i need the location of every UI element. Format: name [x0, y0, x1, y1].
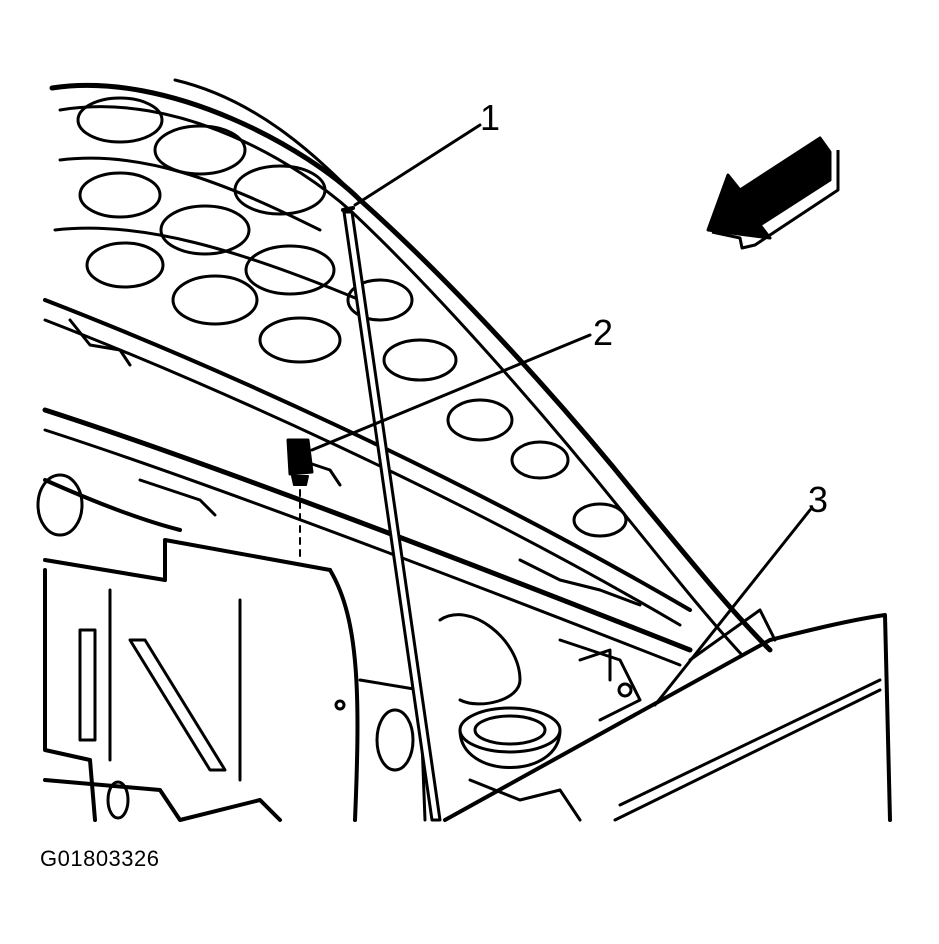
body-structure [36, 473, 427, 822]
callout-1: 1 [480, 97, 500, 138]
leader-line-1 [353, 123, 482, 207]
engine-components [334, 613, 642, 822]
retainer-clip [286, 438, 314, 561]
leader-lines [310, 123, 812, 707]
cowl-panel [42, 298, 693, 667]
leader-line-3 [653, 508, 812, 707]
callout-2: 2 [593, 312, 613, 353]
callout-3: 3 [808, 479, 828, 520]
hood-strut [341, 206, 442, 822]
leader-line-2 [310, 333, 592, 452]
figure-code: G01803326 [40, 846, 160, 871]
hood-panel [49, 78, 773, 657]
direction-arrow-icon [706, 136, 840, 250]
fender-panel [443, 608, 892, 822]
hood-inner-pattern [53, 96, 628, 538]
